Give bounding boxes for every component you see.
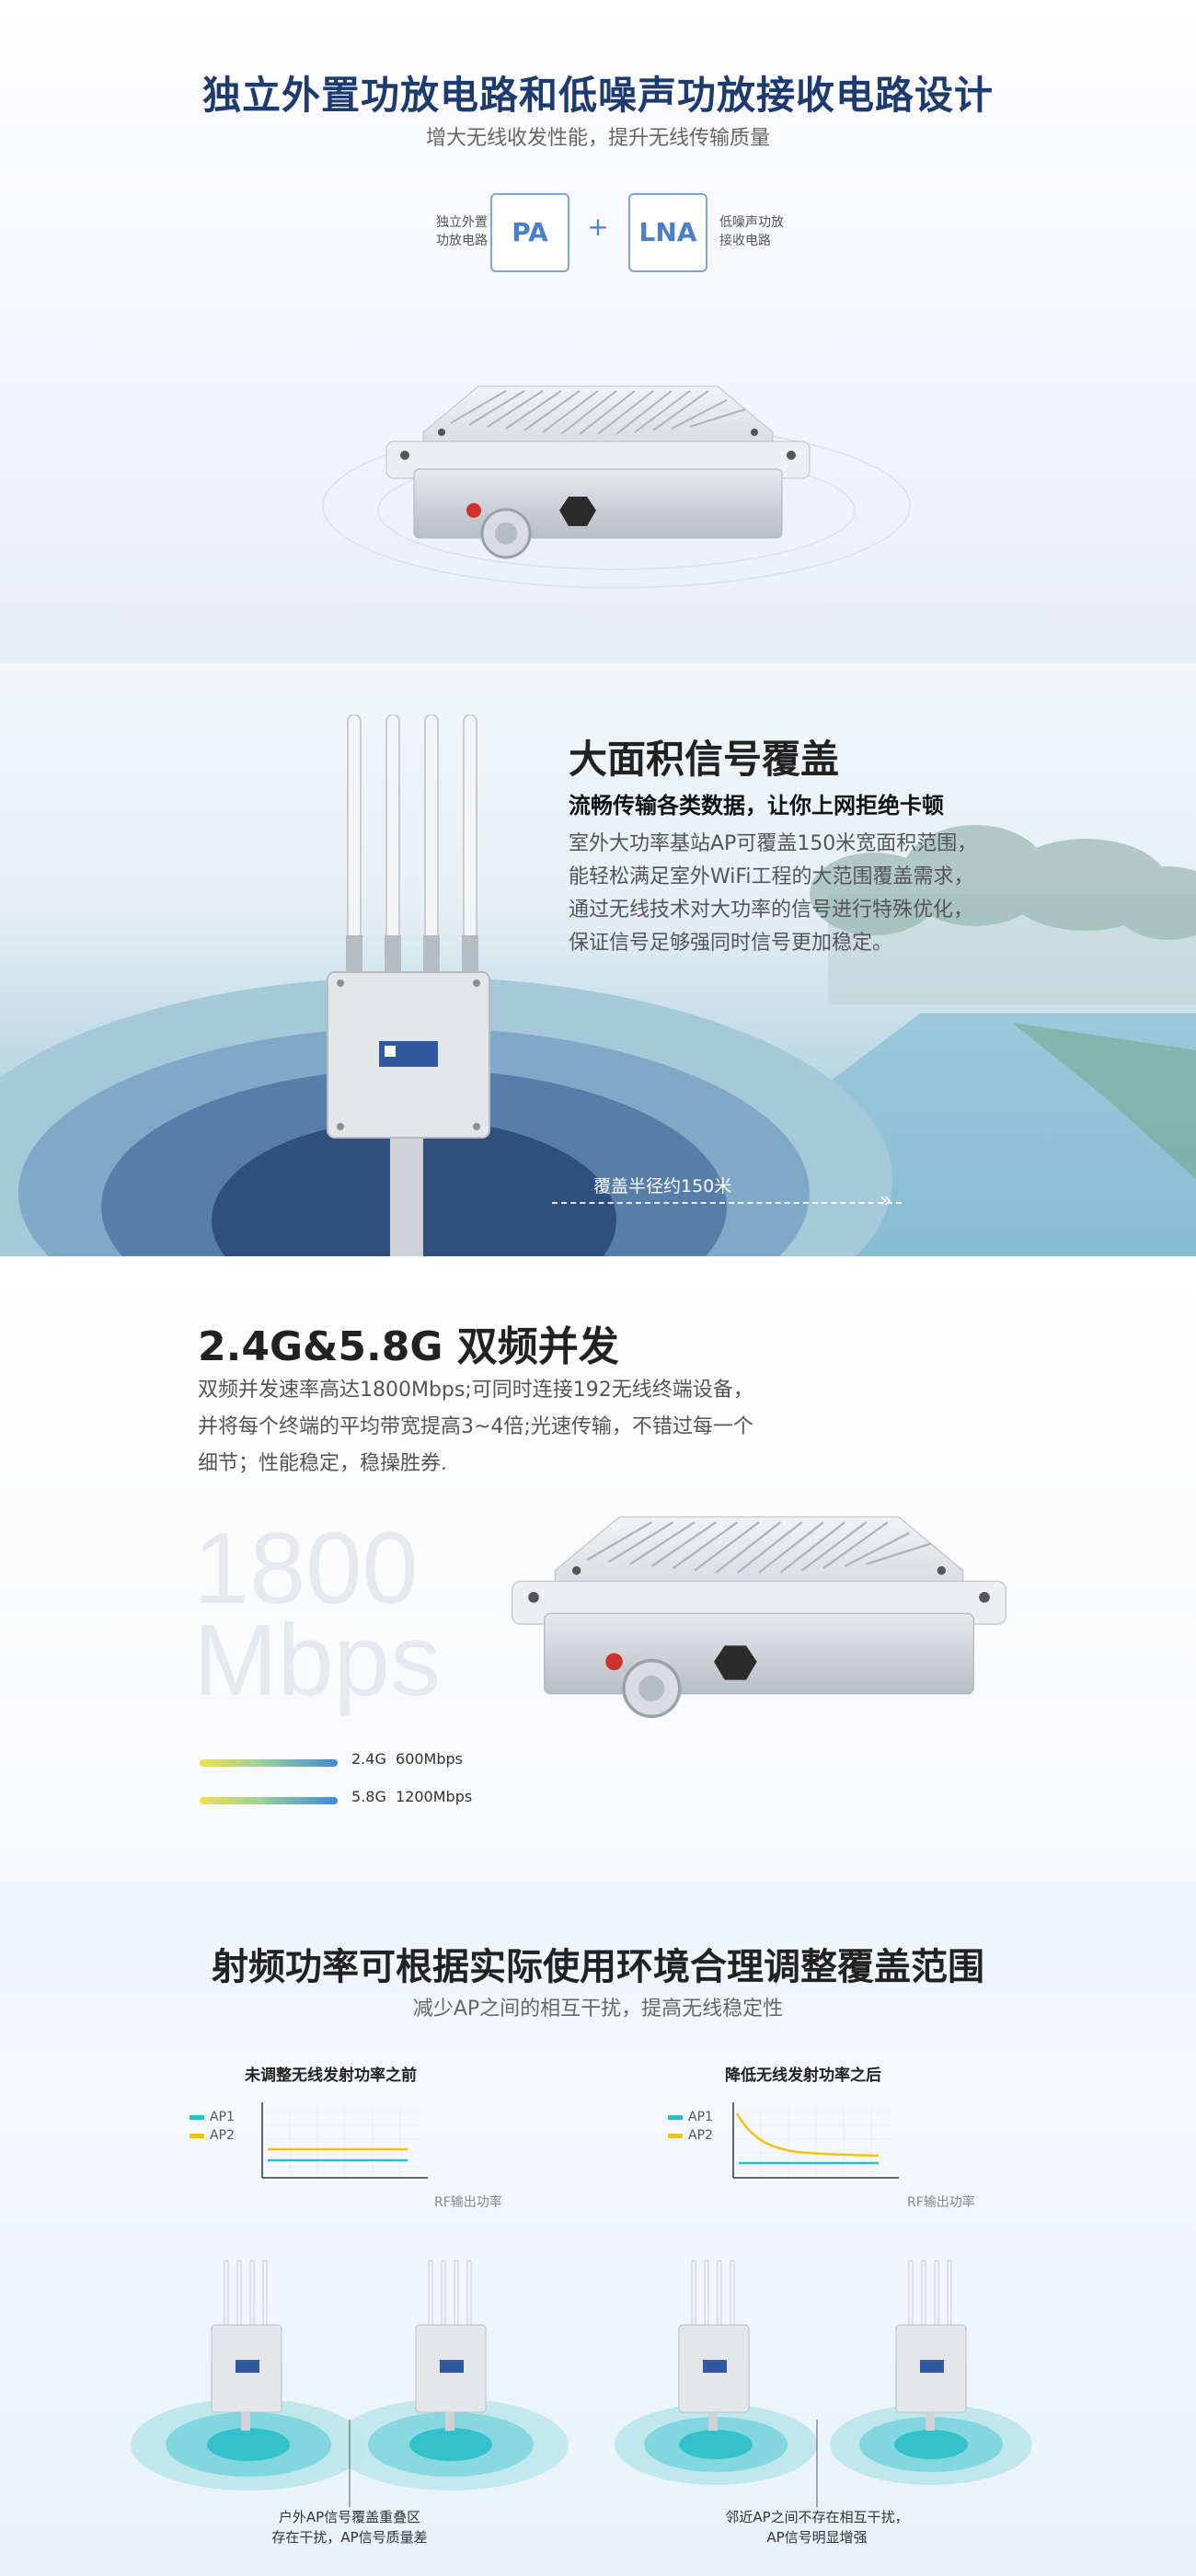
left-legend-ap2: AP2: [190, 2128, 235, 2143]
section2-title: 大面积信号覆盖: [569, 737, 840, 782]
section3-body: 双频并发速率高达1800Mbps;可同时连接192无线终端设备， 并将每个终端的…: [198, 1379, 753, 1475]
right-legend-ap1: AP1: [668, 2110, 713, 2124]
antenna-ap-device-image: [327, 715, 490, 1256]
pa-lna-badges: 独立外置 功放电路 PA + LNA 低噪声功放 接收电路: [0, 193, 1196, 272]
speed-watermark: 1800 Mbps: [193, 1512, 441, 1717]
ap-coverage-illustration: [131, 2260, 1032, 2507]
plus-sign: +: [587, 212, 609, 242]
right-caption: 邻近AP之间不存在相互干扰， AP信号明显增强: [725, 2509, 909, 2546]
lna-badge: LNA: [628, 193, 707, 272]
left-legend-ap1: AP1: [190, 2110, 235, 2124]
lna-caption: 低噪声功放 接收电路: [719, 215, 784, 248]
coverage-radius-label: 覆盖半径约150米: [593, 1176, 732, 1196]
left-power-chart: [261, 2102, 428, 2179]
section4-title: 射频功率可根据实际使用环境合理调整覆盖范围: [212, 1946, 984, 1988]
section1-subtitle: 增大无线收发性能，提升无线传输质量: [425, 127, 770, 150]
right-axis-label: RF输出功率: [907, 2195, 975, 2210]
outdoor-ap-device-image-2: [512, 1516, 1006, 1719]
band-24-label: 2.4G 600Mbps: [351, 1750, 464, 1768]
section2-body: 室外大功率基站AP可覆盖150米宽面积范围， 能轻松满足室外WiFi工程的大范围…: [569, 832, 978, 955]
band-58-bar: [200, 1797, 338, 1804]
pa-lna-section: 独立外置功放电路和低噪声功放接收电路设计 增大无线收发性能，提升无线传输质量 独…: [0, 0, 1196, 664]
double-chevron-right-icon: »: [880, 1189, 892, 1212]
outdoor-ap-device-image: [385, 385, 811, 559]
section3-title: 2.4G&5.8G 双频并发: [198, 1323, 619, 1370]
right-panel-title: 降低无线发射功率之后: [725, 2067, 881, 2085]
coverage-arrow-line: [552, 1202, 902, 1204]
left-axis-label: RF输出功率: [434, 2195, 502, 2210]
pa-caption: 独立外置 功放电路: [436, 215, 488, 248]
left-panel-title: 未调整无线发射功率之前: [245, 2067, 417, 2085]
rf-power-section: 射频功率可根据实际使用环境合理调整覆盖范围 减少AP之间的相互干扰，提高无线稳定…: [0, 1882, 1196, 2576]
right-power-chart: [732, 2102, 899, 2179]
dual-band-section: 2.4G&5.8G 双频并发 双频并发速率高达1800Mbps;可同时连接192…: [0, 1256, 1196, 1882]
right-legend-ap2: AP2: [668, 2128, 713, 2143]
coverage-section: 大面积信号覆盖 流畅传输各类数据，让你上网拒绝卡顿 室外大功率基站AP可覆盖15…: [0, 664, 1196, 1256]
band-58-label: 5.8G 1200Mbps: [351, 1788, 473, 1805]
section4-subtitle: 减少AP之间的相互干扰，提高无线稳定性: [412, 1998, 784, 2021]
band-24-bar: [200, 1759, 338, 1767]
left-caption: 户外AP信号覆盖重叠区 存在干扰，AP信号质量差: [271, 2509, 428, 2546]
section1-title: 独立外置功放电路和低噪声功放接收电路设计: [201, 73, 994, 118]
section2-subtitle: 流畅传输各类数据，让你上网拒绝卡顿: [569, 793, 944, 819]
pa-badge: PA: [490, 193, 569, 272]
right-ap2-curve: [735, 2112, 880, 2158]
